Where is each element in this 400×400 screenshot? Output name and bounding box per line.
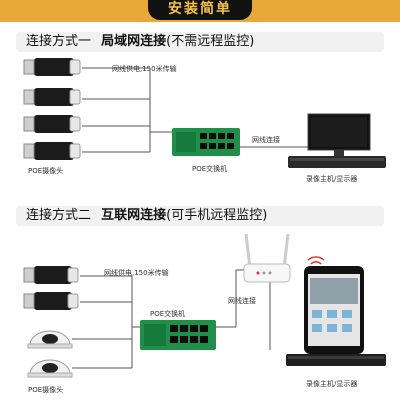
router-icon	[243, 233, 291, 283]
internet-diagram	[23, 233, 386, 378]
poe-switch-icon	[172, 128, 240, 156]
lan-diagram	[23, 58, 386, 168]
internet-switch-label: POE交换机	[150, 310, 186, 318]
bullet-camera-6	[23, 292, 79, 310]
lan-cable-note: 网线供电,150米传输	[112, 65, 177, 73]
section-internet-title: 连接方式二 互联网连接(可手机远程监控)	[16, 206, 384, 226]
section-lan: 连接方式一 局域网连接(不需远程监控)	[0, 22, 400, 202]
section-lan-mode: 连接方式一	[26, 34, 92, 49]
nvr-recorder-icon-2	[286, 354, 386, 366]
monitor-icon	[307, 113, 371, 156]
internet-link-label: 网线连接	[228, 297, 256, 305]
internet-camera-label: POE摄像头	[28, 386, 64, 394]
lan-link-label: 网线连接	[252, 136, 280, 144]
section-lan-title: 连接方式一 局域网连接(不需远程监控)	[16, 32, 384, 52]
dome-camera-2	[27, 359, 73, 378]
bullet-camera-4	[23, 142, 81, 160]
top-banner: 安装简单	[0, 0, 400, 22]
smartphone-icon	[304, 266, 364, 354]
section-internet-subtitle: (可手机远程监控)	[166, 208, 268, 223]
bullet-camera-1	[23, 58, 81, 76]
section-internet-mode: 连接方式二	[26, 208, 92, 223]
bullet-camera-5	[23, 266, 79, 284]
section-lan-heading: 局域网连接	[101, 34, 167, 49]
lan-recorder-label: 录像主机/显示器	[306, 175, 358, 183]
internet-cable-note: 网线供电,150米传输	[104, 269, 169, 277]
lan-switch-label: POE交换机	[192, 165, 228, 173]
lan-camera-label: POE摄像头	[28, 167, 64, 175]
bullet-camera-3	[23, 115, 81, 133]
banner-title: 安装简单	[148, 0, 252, 20]
section-internet: 连接方式二 互联网连接(可手机远程监控)	[0, 202, 400, 400]
dome-camera-1	[27, 330, 73, 349]
section-internet-heading: 互联网连接	[101, 208, 167, 223]
section-lan-subtitle: (不需远程监控)	[166, 34, 255, 49]
bullet-camera-2	[23, 88, 81, 106]
nvr-recorder-icon	[288, 156, 386, 168]
internet-recorder-label: 录像主机/显示器	[306, 380, 358, 388]
poe-switch-icon-2	[140, 320, 216, 350]
